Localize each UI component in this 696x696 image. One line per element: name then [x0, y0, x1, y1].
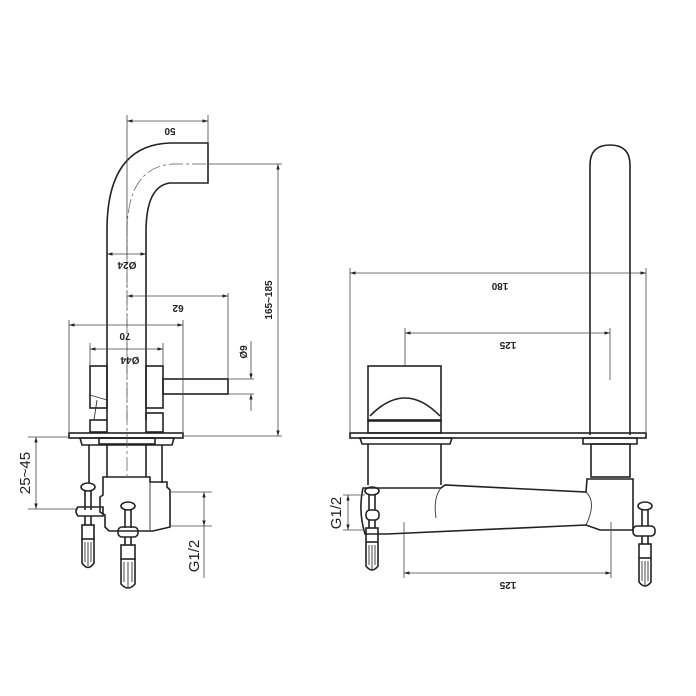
svg-text:165~185: 165~185	[264, 280, 275, 320]
side-view: 50 Ø24 62 70 Ø44	[17, 115, 282, 589]
fixing-bolt-front-right	[632, 501, 656, 587]
svg-text:180: 180	[491, 280, 508, 291]
svg-text:Ø9: Ø9	[239, 345, 250, 359]
svg-text:Ø24: Ø24	[117, 259, 136, 270]
svg-text:G1/2: G1/2	[328, 497, 345, 530]
svg-text:70: 70	[119, 330, 131, 341]
handle-front	[367, 365, 442, 434]
svg-text:125: 125	[499, 579, 516, 590]
dim-spout-diameter: Ø24	[107, 252, 146, 270]
dim-connection-side: G1/2	[170, 491, 212, 578]
svg-text:Ø44: Ø44	[120, 354, 139, 365]
dim-overall-width: 180	[349, 268, 647, 433]
dim-handle-reach: 62	[127, 293, 229, 379]
dim-handle-diameter: Ø9	[228, 341, 254, 411]
fixing-bolt-center	[117, 501, 139, 589]
deck-plate-front	[349, 432, 647, 439]
dim-total-height: 165~185	[183, 163, 282, 437]
svg-text:50: 50	[164, 125, 176, 136]
fixing-bolt-front-left	[364, 486, 380, 571]
svg-text:125: 125	[499, 339, 516, 350]
dim-lower-centers: 125	[403, 522, 612, 590]
front-view: 180 125 125 G1/2	[328, 144, 656, 590]
dim-connection-front: G1/2	[328, 494, 365, 531]
dim-deck-thickness: 25~45	[17, 436, 78, 510]
spout-front	[589, 144, 631, 435]
handle-lever	[162, 378, 229, 395]
dim-base-width: 70	[68, 320, 184, 433]
svg-text:G1/2: G1/2	[186, 540, 203, 573]
dim-spout-reach: 50	[126, 115, 209, 250]
dim-body-diameter: Ø44	[89, 343, 164, 366]
dim-upper-centers: 125	[404, 328, 611, 380]
svg-text:25~45: 25~45	[17, 452, 34, 494]
handle-body	[89, 365, 229, 433]
connecting-pipe	[360, 478, 634, 535]
shank-side	[88, 445, 171, 532]
deck-plate-side	[68, 432, 184, 446]
svg-text:62: 62	[172, 302, 184, 313]
fixing-bolt-left	[75, 482, 104, 569]
